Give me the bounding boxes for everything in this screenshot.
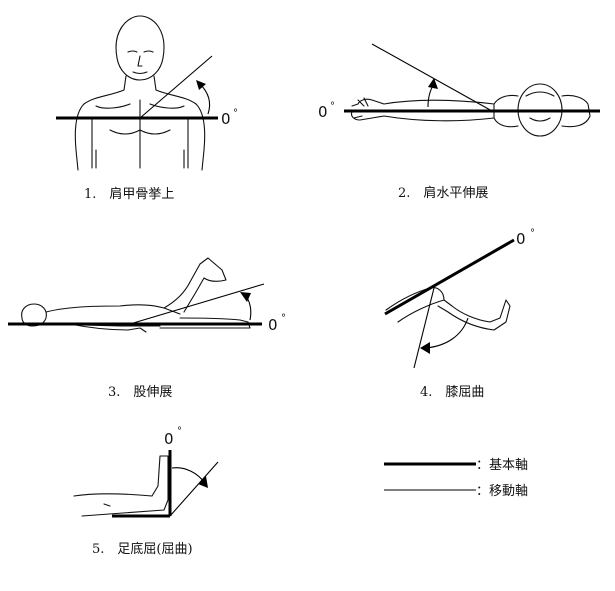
direction-arrow	[425, 317, 469, 349]
moving-axis-line	[413, 287, 435, 369]
figure-caption: 1. 肩甲骨挙上	[84, 186, 174, 202]
degree-mark: °	[281, 313, 286, 324]
figure-1-shoulder-elevation: 0 ° 1. 肩甲骨挙上	[56, 15, 238, 202]
figure-caption: 5. 足底屈(屈曲)	[92, 541, 193, 557]
degree-mark: °	[177, 426, 182, 437]
moving-axis-line	[371, 43, 493, 112]
arrowhead	[240, 292, 251, 302]
figure-caption: 3. 股伸展	[108, 385, 172, 400]
zero-degree-label: 0	[516, 230, 526, 248]
degree-mark: °	[530, 228, 535, 239]
legend-moving-axis-label: ：移動軸	[476, 484, 528, 499]
arrowhead	[198, 476, 208, 488]
zero-degree-label: 0	[221, 110, 231, 128]
arrowhead	[428, 78, 438, 89]
arrowhead	[196, 80, 206, 90]
direction-arrow	[199, 83, 211, 115]
arrowhead	[420, 342, 430, 354]
degree-mark: °	[330, 101, 335, 112]
figure-2-shoulder-horizontal-extension: 0 ° 2. 肩水平伸展	[318, 43, 600, 201]
degree-mark: °	[233, 108, 238, 119]
basic-axis-line	[384, 238, 515, 316]
zero-degree-label: 0	[268, 316, 278, 334]
direction-arrow	[171, 467, 205, 483]
prone-body-illustration	[21, 257, 251, 333]
upper-body-illustration	[74, 15, 206, 171]
figure-caption: 2. 肩水平伸展	[398, 185, 488, 201]
legend-basic-axis-label: ：基本軸	[476, 458, 528, 473]
figure-4-knee-flexion: 0 ° 4. 膝屈曲	[384, 228, 535, 400]
moving-axis-line	[169, 461, 219, 517]
zero-degree-label: 0	[318, 103, 328, 121]
moving-axis-line	[139, 55, 213, 119]
legend: ：基本軸 ：移動軸	[384, 458, 528, 499]
zero-degree-label: 0	[164, 430, 174, 448]
figure-caption: 4. 膝屈曲	[420, 385, 484, 400]
leg-illustration	[385, 287, 511, 331]
moving-axis-line	[129, 283, 265, 325]
figure-3-hip-extension: 0 ° 3. 股伸展	[8, 257, 286, 400]
foot-illustration	[73, 455, 169, 517]
figure-5-ankle-plantar-flexion: 0 ° 5. 足底屈(屈曲)	[73, 426, 219, 557]
